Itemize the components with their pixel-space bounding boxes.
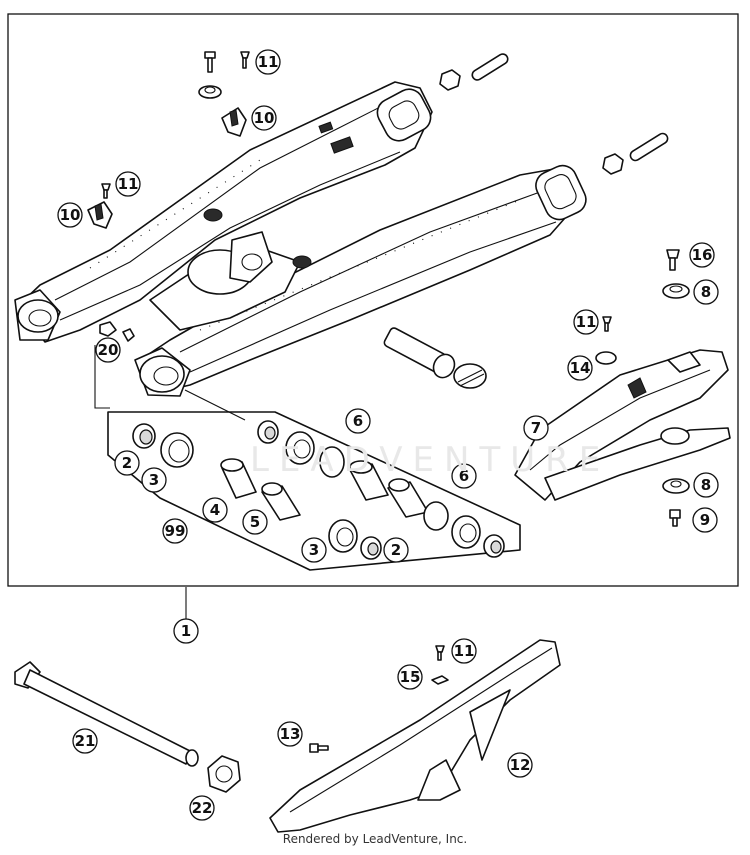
svg-text:3: 3 (149, 471, 159, 489)
render-credit: Rendered by LeadVenture, Inc. (282, 832, 468, 846)
svg-text:4: 4 (210, 501, 220, 519)
callout-6-lower: 6 (451, 463, 477, 489)
callout-3-lower: 3 (301, 537, 327, 563)
callout-15: 15 (397, 664, 423, 690)
svg-text:20: 20 (98, 341, 119, 359)
svg-text:14: 14 (570, 359, 591, 377)
bolt-16 (662, 249, 690, 299)
svg-text:21: 21 (75, 732, 96, 750)
leader-pivot-left (94, 345, 110, 409)
callout-3-left: 3 (141, 467, 167, 493)
pivot-sleeve (383, 327, 456, 379)
callout-9: 9 (692, 507, 718, 533)
watermark: LEADVENTURE (250, 440, 611, 480)
svg-text:6: 6 (459, 467, 469, 485)
assembly-frame (7, 13, 739, 587)
chain-guard (269, 639, 561, 833)
callout-11-left: 11 (115, 171, 141, 197)
svg-text:5: 5 (250, 513, 260, 531)
callout-11-right: 11 (573, 309, 599, 335)
callout-11-lower: 11 (451, 638, 477, 664)
callout-12: 12 (507, 752, 533, 778)
callout-14: 14 (567, 355, 593, 381)
bolt-11-right (595, 316, 617, 365)
callout-21: 21 (72, 728, 98, 754)
callout-4: 4 (202, 497, 228, 523)
callout-22: 22 (189, 795, 215, 821)
nut-20 (99, 321, 135, 342)
callout-7: 7 (523, 415, 549, 441)
callout-1: 1 (173, 618, 199, 644)
svg-text:99: 99 (165, 522, 186, 540)
svg-text:1: 1 (181, 622, 191, 640)
callout-6-upper: 6 (345, 408, 371, 434)
callout-8-upper: 8 (693, 279, 719, 305)
svg-text:15: 15 (400, 668, 421, 686)
svg-text:8: 8 (701, 283, 711, 301)
svg-text:8: 8 (701, 476, 711, 494)
svg-text:6: 6 (353, 412, 363, 430)
svg-text:11: 11 (118, 175, 139, 193)
svg-text:2: 2 (391, 541, 401, 559)
svg-text:3: 3 (309, 541, 319, 559)
svg-text:7: 7 (531, 419, 541, 437)
bolt-9 (669, 509, 681, 527)
callout-10-upper: 10 (251, 105, 277, 131)
callout-13: 13 (277, 721, 303, 747)
svg-text:10: 10 (254, 109, 275, 127)
svg-text:13: 13 (280, 725, 301, 743)
pivot-axle-nut (207, 755, 241, 793)
callout-16: 16 (689, 242, 715, 268)
svg-text:9: 9 (700, 511, 710, 529)
svg-text:11: 11 (454, 642, 475, 660)
svg-text:10: 10 (60, 206, 81, 224)
chain-adjuster-bolt-lower (602, 132, 669, 175)
clip-10-upper (221, 107, 247, 137)
callout-5: 5 (242, 509, 268, 535)
washer-8-lower (662, 478, 690, 494)
swingarm (14, 81, 587, 397)
swingarm-pivot-axle (14, 661, 199, 767)
bearing-kit-parts (132, 420, 505, 560)
cap-plug (453, 363, 487, 389)
svg-text:2: 2 (122, 454, 132, 472)
svg-text:12: 12 (510, 756, 531, 774)
svg-text:11: 11 (258, 53, 279, 71)
callout-2-left: 2 (114, 450, 140, 476)
svg-text:22: 22 (192, 799, 213, 817)
callout-10-left: 10 (57, 202, 83, 228)
bolt-11-top (198, 51, 250, 99)
bolt-13 (309, 743, 329, 753)
callout-99: 99 (162, 518, 188, 544)
callout-8-lower: 8 (693, 472, 719, 498)
chain-adjuster-bolt-upper (439, 53, 509, 91)
svg-text:16: 16 (692, 246, 713, 264)
bolt-11-lower (431, 645, 449, 685)
clip-10-left (87, 183, 113, 229)
callout-2-lower: 2 (383, 537, 409, 563)
callout-20: 20 (95, 337, 121, 363)
callout-11-top: 11 (255, 49, 281, 75)
leader-pivot-right (184, 389, 246, 421)
svg-text:11: 11 (576, 313, 597, 331)
chain-slider (514, 349, 731, 501)
